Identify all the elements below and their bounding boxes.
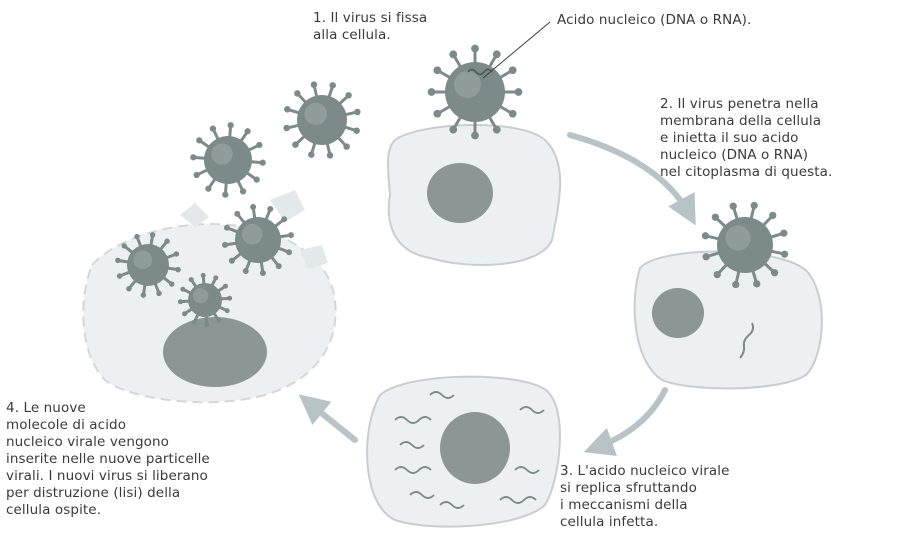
virus-particle: [428, 45, 523, 140]
cell-nucleus: [427, 163, 493, 223]
cell-step1: [388, 125, 560, 265]
arrow-step3-to-step4: [308, 402, 355, 440]
step4-label: 4. Le nuove molecole di acido nucleico v…: [6, 400, 210, 519]
step2-label: 2. Il virus penetra nella membrana della…: [660, 96, 832, 181]
step3-label: 3. L'acido nucleico virale si replica sf…: [560, 463, 730, 531]
cell-nucleus: [163, 317, 267, 387]
cell-nucleus: [440, 412, 510, 484]
cell-nucleus: [652, 288, 704, 338]
virus-particle: [283, 81, 360, 158]
cell-step2: [635, 252, 822, 389]
cell-step3: [367, 377, 560, 527]
virus-particle: [190, 122, 266, 198]
step1-label: 1. Il virus si fissa alla cellula.: [313, 10, 427, 44]
arrow-step2-to-step3: [595, 390, 665, 448]
nucleic-acid-label: Acido nucleico (DNA o RNA).: [557, 12, 751, 29]
